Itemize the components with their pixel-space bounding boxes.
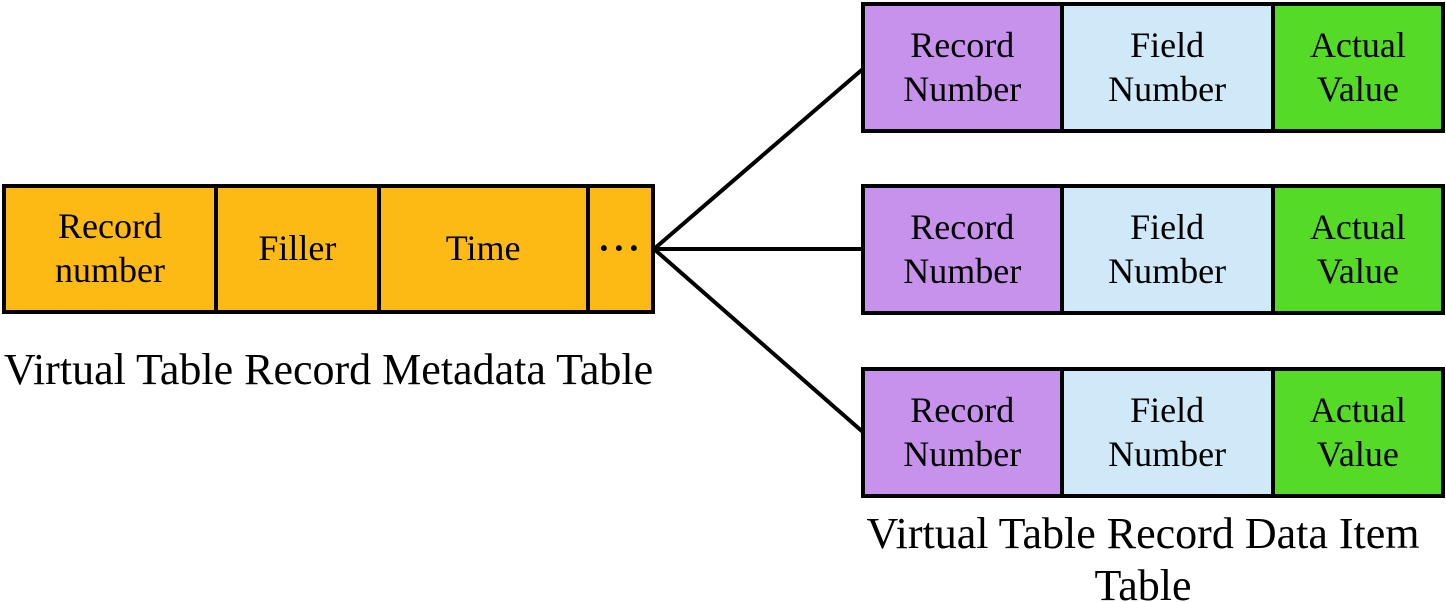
data-cell-record-number: Record Number	[865, 6, 1060, 129]
data-cell-actual-value: Actual Value	[1270, 371, 1441, 494]
data-cell-record-number: Record Number	[865, 188, 1060, 311]
data-cell-field-number: Field Number	[1059, 371, 1271, 494]
data-item-table-caption: Virtual Table Record Data Item Table	[866, 509, 1420, 602]
data-item-row: Record Number Field Number Actual Value	[861, 2, 1445, 133]
data-cell-record-number: Record Number	[865, 371, 1060, 494]
metadata-cell-record-number: Record number	[6, 188, 215, 310]
data-item-row: Record Number Field Number Actual Value	[861, 184, 1445, 315]
metadata-cell-time: Time	[376, 188, 586, 310]
metadata-cell-filler: Filler	[214, 188, 377, 310]
data-item-row: Record Number Field Number Actual Value	[861, 367, 1445, 498]
metadata-table-caption: Virtual Table Record Metadata Table	[3, 345, 654, 394]
data-cell-field-number: Field Number	[1059, 6, 1271, 129]
data-cell-actual-value: Actual Value	[1270, 6, 1441, 129]
metadata-table: Record number Filler Time ···	[2, 184, 655, 314]
data-cell-field-number: Field Number	[1059, 188, 1271, 311]
metadata-cell-ellipsis: ···	[585, 188, 652, 310]
data-cell-actual-value: Actual Value	[1270, 188, 1441, 311]
connector-line-bottom	[652, 247, 866, 435]
connector-line-top	[652, 66, 866, 251]
